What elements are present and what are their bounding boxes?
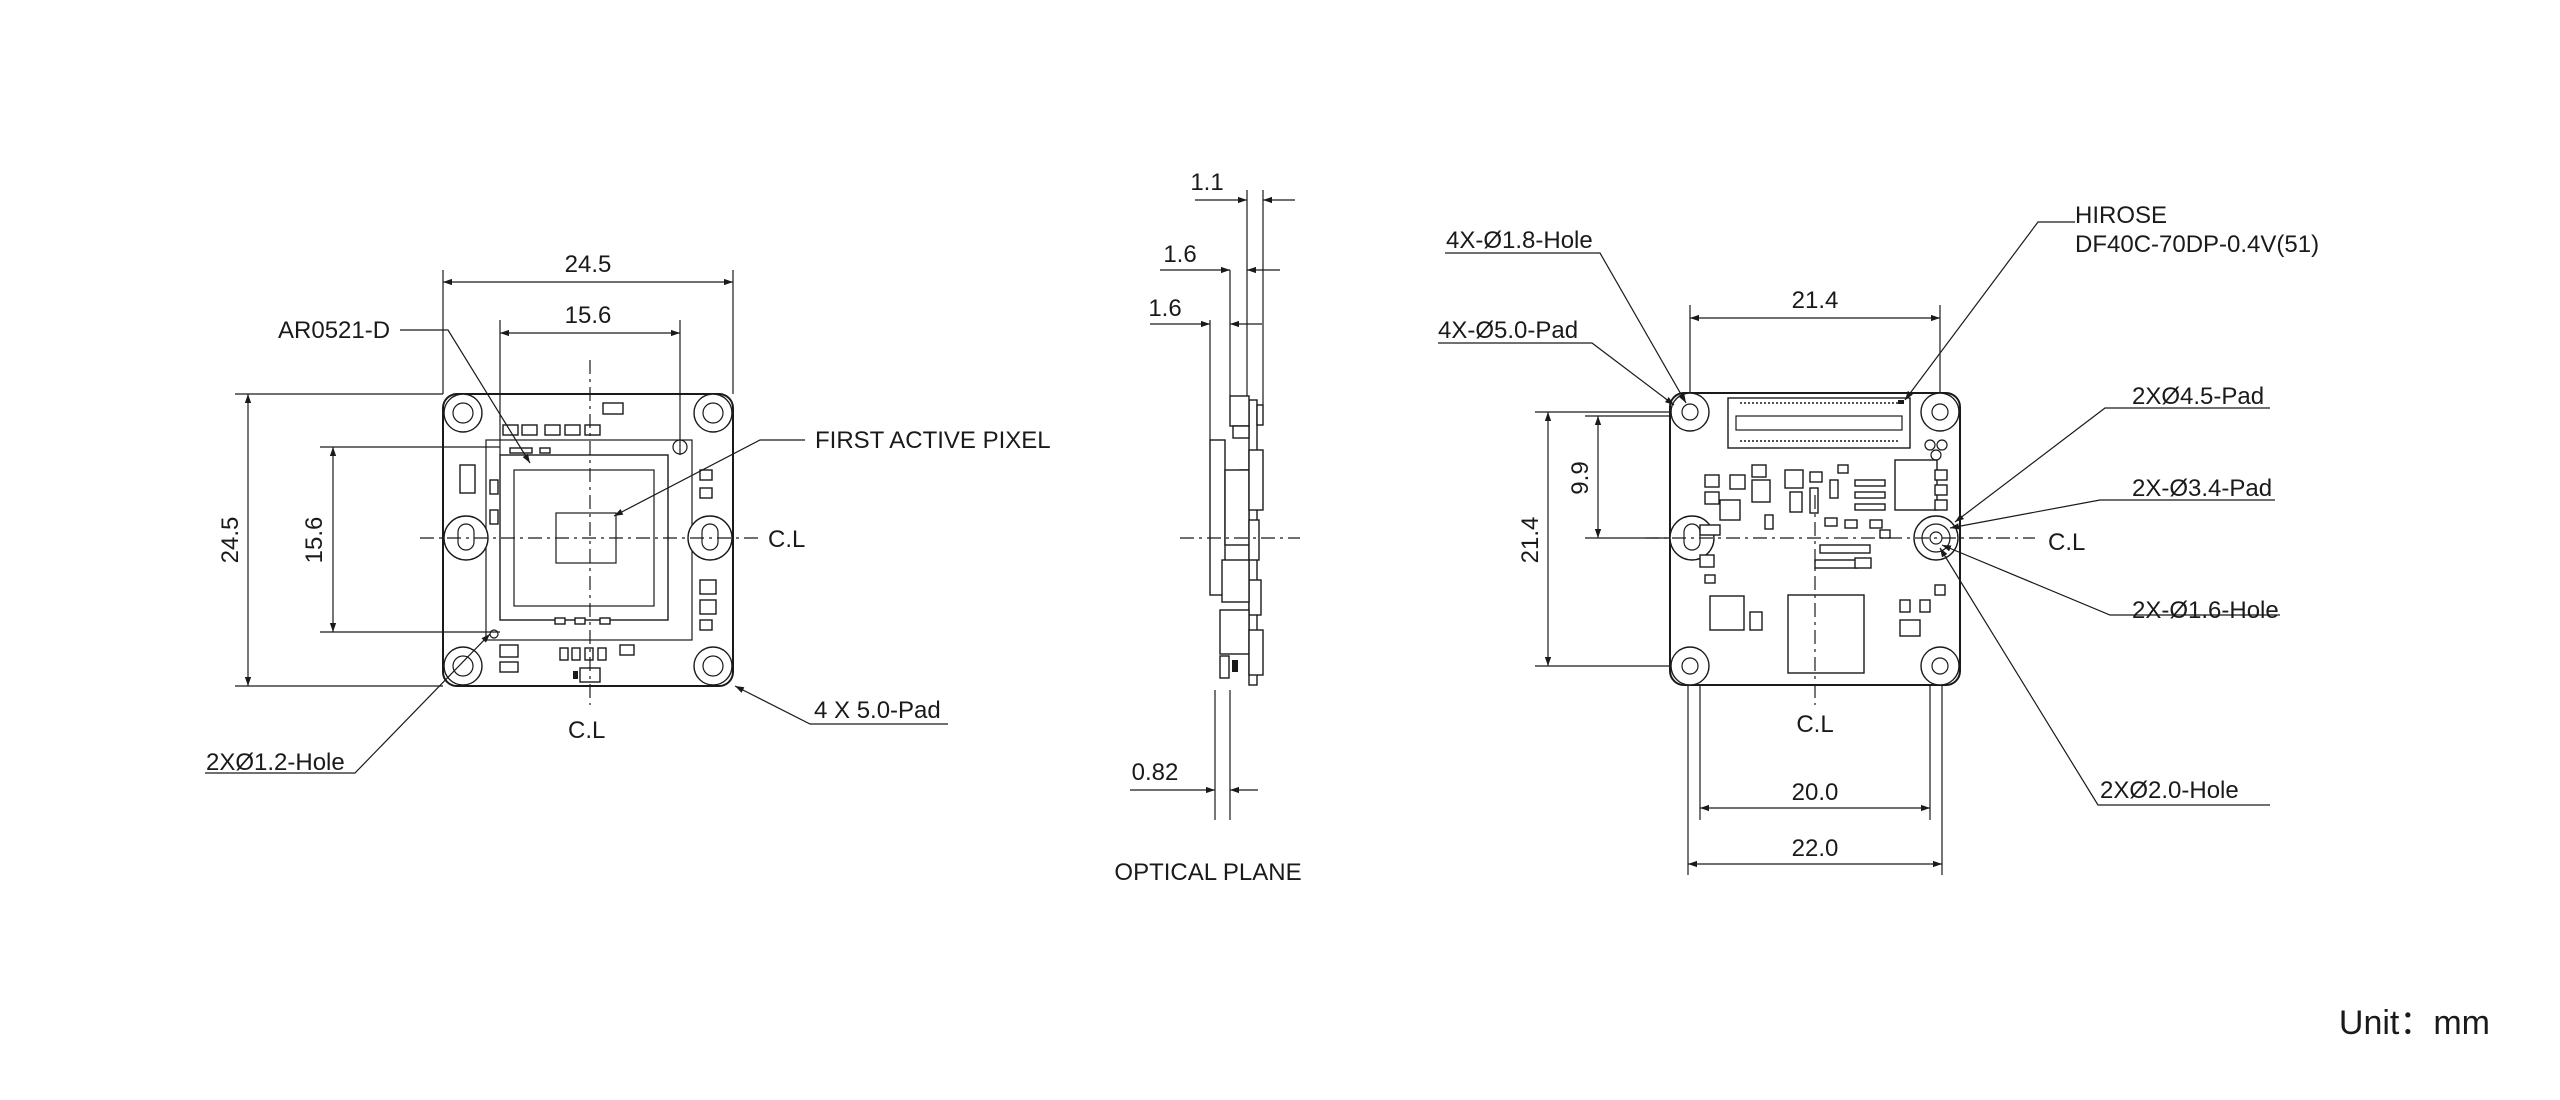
back-dim-9-9: 9.9 xyxy=(1567,461,1594,494)
back-pad-4x-label: 4X-Ø5.0-Pad xyxy=(1438,317,1578,344)
unit-label: Unit：mm xyxy=(2339,1004,2490,1042)
side-dim-1-1: 1.1 xyxy=(1190,169,1223,196)
side-sensor-stack xyxy=(1229,395,1250,427)
front-cl-bottom-label: C.L xyxy=(568,717,605,744)
back-pad-45-label: 2XØ4.5-Pad xyxy=(2132,383,2264,410)
back-view: 21.4 21.4 9.9 20.0 22.0 4X-Ø1.8-Hole 4X-… xyxy=(1438,202,2319,875)
side-view: 1.1 1.6 1.6 0.82 OPTICAL PLANE xyxy=(1114,169,1301,886)
connector-label-1: HIROSE xyxy=(2075,202,2167,229)
optical-plane-label: OPTICAL PLANE xyxy=(1114,859,1301,886)
front-sensor-width-dim: 15.6 xyxy=(565,302,612,329)
front-corner-pads xyxy=(443,393,733,686)
front-view: 24.5 15.6 24.5 15.6 AR0521-D FIRST ACTIV… xyxy=(205,251,1051,776)
front-height-dim: 24.5 xyxy=(217,517,244,564)
front-hole-label: 2XØ1.2-Hole xyxy=(206,749,345,776)
front-cl-right-label: C.L xyxy=(768,526,805,553)
back-hole-20-label: 2XØ2.0-Hole xyxy=(2100,777,2239,804)
back-components xyxy=(1699,439,1948,674)
connector-label-2: DF40C-70DP-0.4V(51) xyxy=(2075,231,2319,258)
back-corner-pads xyxy=(1670,392,1960,686)
back-pad-34-label: 2X-Ø3.4-Pad xyxy=(2132,475,2272,502)
first-active-pixel-label: FIRST ACTIVE PIXEL xyxy=(815,427,1051,454)
front-pad-label: 4 X 5.0-Pad xyxy=(814,697,941,724)
side-dim-1-6-lower: 1.6 xyxy=(1148,295,1181,322)
back-dim-top: 21.4 xyxy=(1792,287,1839,314)
side-dim-0-82: 0.82 xyxy=(1132,759,1179,786)
back-dim-20: 20.0 xyxy=(1792,779,1839,806)
side-dim-1-6-upper: 1.6 xyxy=(1163,241,1196,268)
back-dim-left: 21.4 xyxy=(1517,517,1544,564)
front-components xyxy=(459,402,717,683)
back-cl-right-label: C.L xyxy=(2048,529,2085,556)
front-sensor-height-dim: 15.6 xyxy=(301,517,328,564)
back-dim-22: 22.0 xyxy=(1792,835,1839,862)
back-hole-4x-label: 4X-Ø1.8-Hole xyxy=(1446,227,1593,254)
back-hole-16-label: 2X-Ø1.6-Hole xyxy=(2132,597,2279,624)
back-cl-bottom-label: C.L xyxy=(1796,711,1833,738)
sensor-part-label: AR0521-D xyxy=(278,317,390,344)
hirose-connector xyxy=(1727,397,1911,449)
front-width-dim: 24.5 xyxy=(565,251,612,278)
